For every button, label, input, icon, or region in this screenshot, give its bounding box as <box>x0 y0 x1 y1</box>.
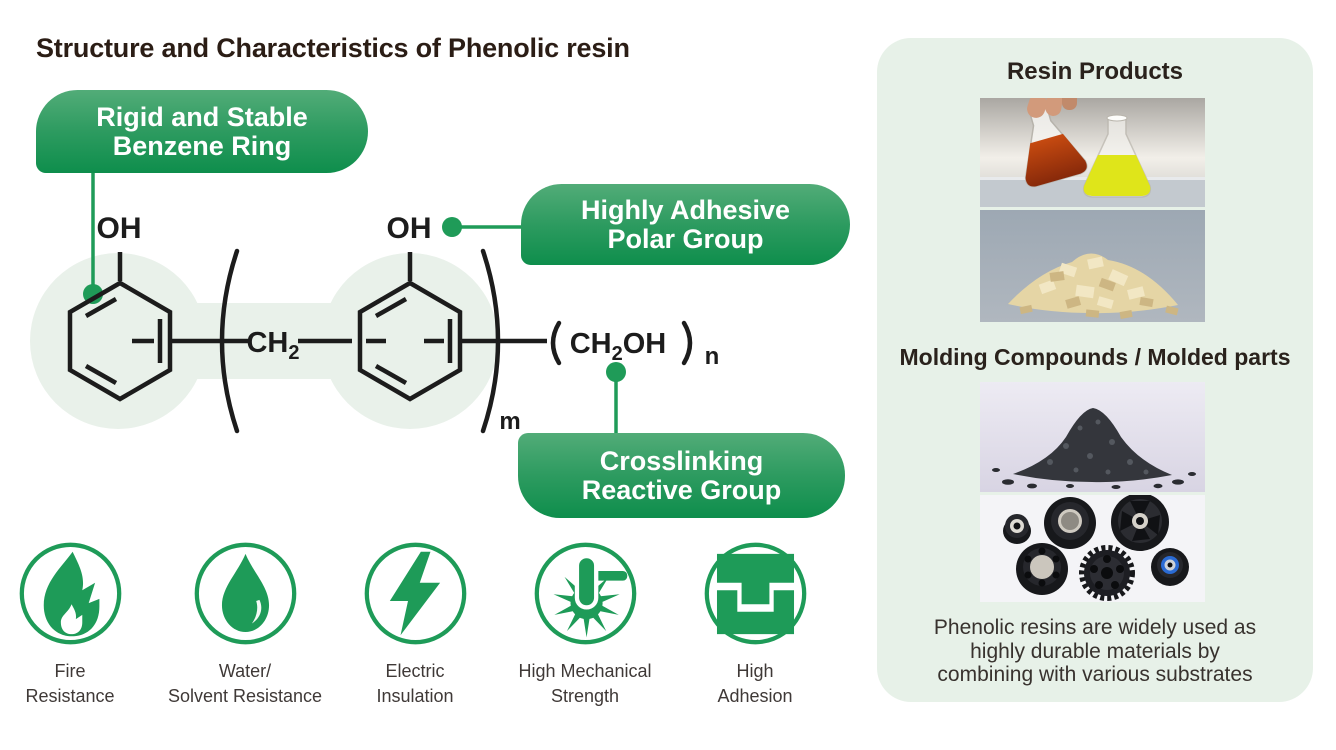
water-drop-icon <box>194 542 296 645</box>
callout-polar-group: Highly Adhesive Polar Group <box>521 184 850 265</box>
feature-label-line2: Strength <box>550 686 620 706</box>
feature-label-line2: Solvent Resistance <box>167 686 323 706</box>
feature-label-line1: High <box>736 661 774 681</box>
flake-shadows <box>1019 271 1179 319</box>
applications-panel: Resin Products <box>877 38 1313 702</box>
feature-label-line2: Resistance <box>25 686 115 706</box>
subscript-m: m <box>499 408 520 435</box>
caption-line1: Phenolic resins are widely used as <box>933 616 1257 639</box>
panel-caption: Phenolic resins are widely used as highl… <box>877 616 1313 687</box>
feature-label-line1: Fire <box>54 661 86 681</box>
hand <box>1027 98 1077 118</box>
red-flask <box>1024 104 1088 188</box>
hydroxyl-label-left: OH <box>97 212 142 245</box>
granule-highlights <box>1047 419 1149 475</box>
resin-products-heading: Resin Products <box>1006 58 1184 85</box>
callout-crosslinking-group: Crosslinking Reactive Group <box>518 433 845 518</box>
subscript-n: n <box>705 343 720 370</box>
feature-label-line1: High Mechanical <box>518 661 652 681</box>
callout-benzene-ring: Rigid and Stable Benzene Ring <box>36 90 368 173</box>
molding-compounds-heading: Molding Compounds / Molded parts <box>899 344 1291 370</box>
lightning-icon <box>364 542 466 645</box>
callout-benzene-line1: Rigid and Stable <box>96 101 308 132</box>
feature-label-line1: Water/ <box>218 661 272 681</box>
page-title: Structure and Characteristics of Phenoli… <box>36 33 630 63</box>
benzene-ring-right <box>357 252 463 402</box>
scattered-granules <box>992 468 1196 489</box>
callout-polar-line1: Highly Adhesive <box>580 194 791 225</box>
benzene-ring-left <box>67 252 173 402</box>
feature-high-adhesion: High Adhesion <box>665 540 845 709</box>
yellow-flask <box>1082 114 1152 198</box>
press-impact-icon <box>534 542 636 645</box>
methylol-label: CH2OH <box>570 328 667 365</box>
flame-icon <box>19 542 121 645</box>
feature-electric-insulation: Electric Insulation <box>325 540 505 709</box>
resin-flakes-photo <box>980 210 1205 322</box>
callout-crosslink-line2: Reactive Group <box>581 474 782 505</box>
feature-label-line2: Adhesion <box>717 686 793 706</box>
molded-parts <box>1003 495 1189 601</box>
hydroxyl-label-right: OH <box>387 212 432 245</box>
callout-polar-line2: Polar Group <box>607 223 764 254</box>
impact-spikes <box>552 576 620 638</box>
feature-water-solvent-resistance: Water/ Solvent Resistance <box>155 540 335 709</box>
molded-parts-photo <box>980 495 1205 602</box>
flake-highlights <box>1038 256 1145 310</box>
callout-crosslink-line1: Crosslinking <box>599 445 764 476</box>
repeat-brackets <box>219 248 693 434</box>
caption-line3: combining with various substrates <box>937 663 1253 686</box>
liquid-resin-flasks-photo <box>980 98 1205 207</box>
feature-label-line1: Electric <box>385 661 445 681</box>
callout-connectors <box>83 173 626 434</box>
joint-icon <box>704 542 806 645</box>
feature-label-line2: Insulation <box>376 686 454 706</box>
callout-benzene-line2: Benzene Ring <box>112 130 292 161</box>
methylene-label: CH2 <box>246 327 299 364</box>
feature-fire-resistance: Fire Resistance <box>0 540 160 709</box>
caption-line2: highly durable materials by <box>970 639 1220 663</box>
molding-compound-granules-photo <box>980 382 1205 492</box>
feature-high-mechanical-strength: High Mechanical Strength <box>495 540 675 709</box>
